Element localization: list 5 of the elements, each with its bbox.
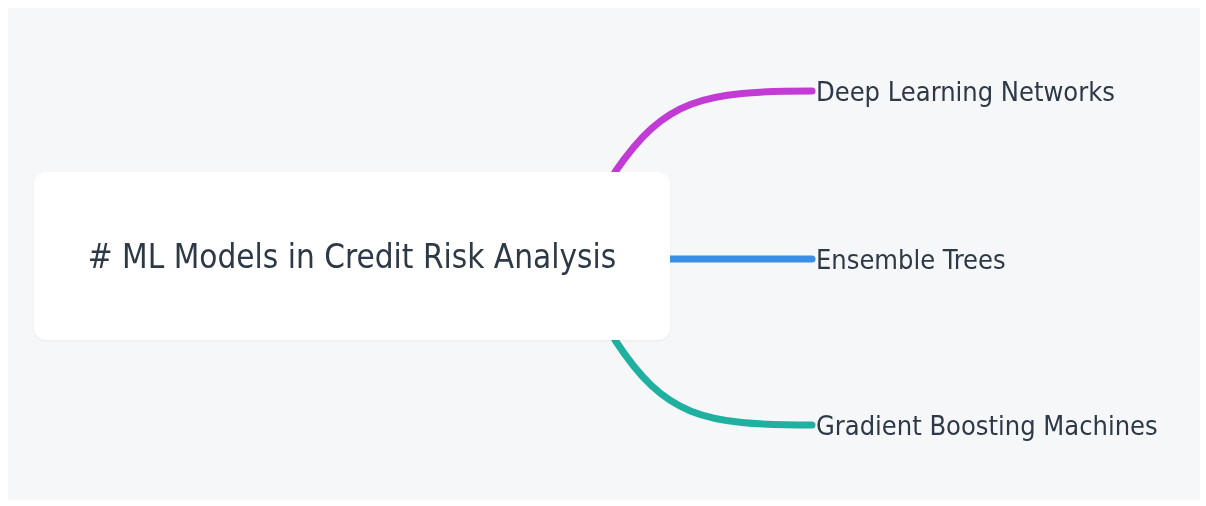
central-topic-text: # ML Models in Credit Risk Analysis — [87, 236, 617, 276]
branch-topic-text: Ensemble Trees — [816, 238, 1006, 280]
branch-topic-text: Deep Learning Networks — [816, 70, 1115, 112]
central-topic-box — [34, 172, 670, 340]
branch-topic-text: Gradient Boosting Machines — [816, 404, 1158, 446]
